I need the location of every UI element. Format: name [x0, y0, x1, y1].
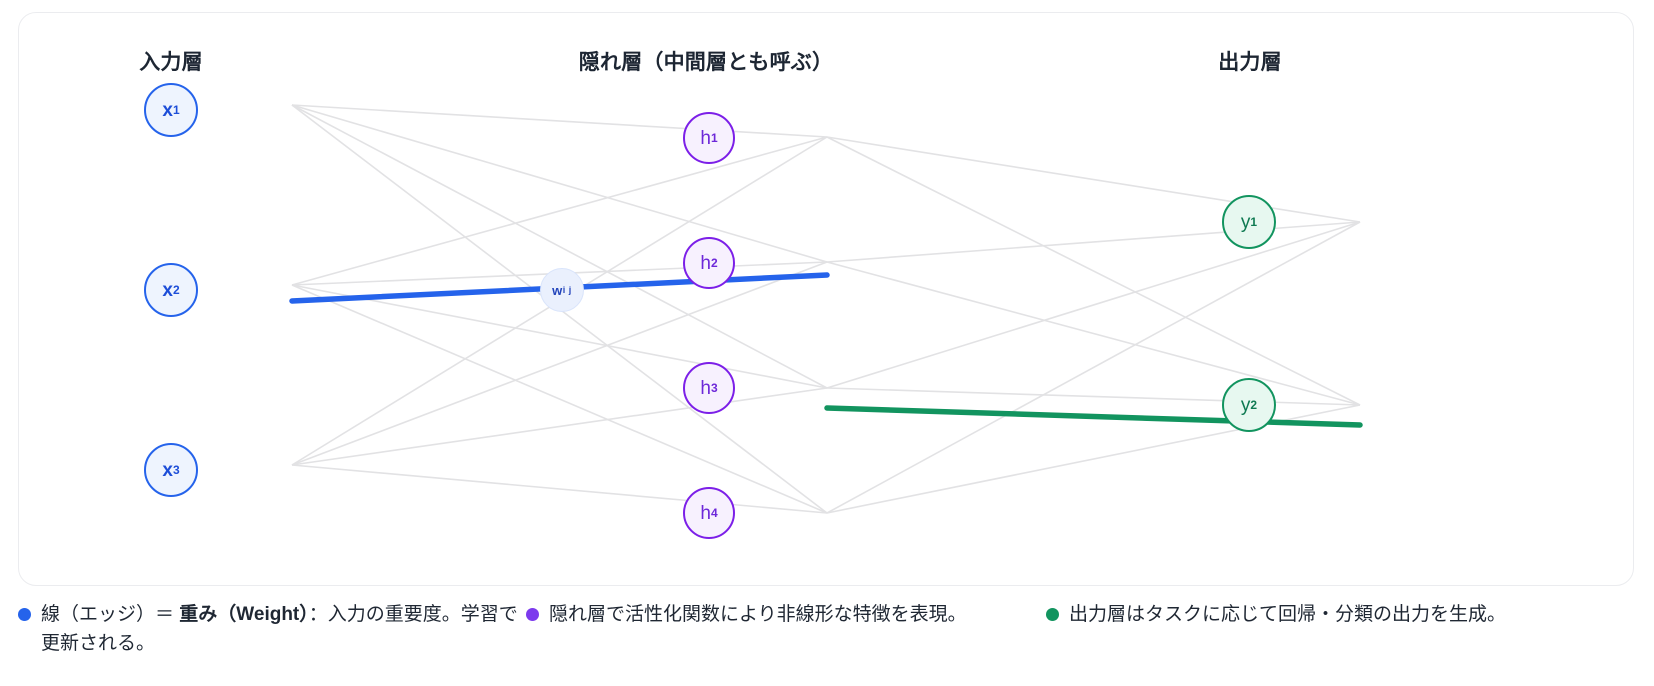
legend-suffix: ：入力の重要度。学習で更新される。 — [41, 604, 518, 655]
node-label: y — [1240, 394, 1251, 416]
node-label: h — [700, 252, 711, 274]
node-label: x — [162, 279, 173, 301]
node-label: x — [162, 99, 173, 121]
node-subscript: 2 — [1250, 398, 1258, 412]
layer-title-output: 出力層 — [1218, 51, 1282, 74]
node-subscript: 1 — [710, 131, 718, 145]
legend-dot-icon-green — [1046, 608, 1059, 621]
legend-item-weight: 線（エッジ）＝ 重み（Weight）：入力の重要度。学習で更新される。 — [18, 600, 526, 659]
node-subscript: 1 — [1250, 215, 1258, 229]
layer-title-hidden: 隠れ層（中間層とも呼ぶ） — [578, 51, 834, 74]
legend-prefix: 線（エッジ）＝ — [41, 604, 180, 625]
legend-text-output: 出力層はタスクに応じて回帰・分類の出力を生成。 — [1069, 600, 1506, 629]
node-label: h — [700, 502, 711, 524]
node-subscript: 3 — [172, 463, 180, 477]
legend-suffix: 隠れ層で活性化関数により非線形な特徴を表現。 — [549, 604, 967, 625]
highlight-edge-hidden-output — [824, 405, 1363, 428]
legend-suffix: 出力層はタスクに応じて回帰・分類の出力を生成。 — [1069, 604, 1507, 625]
legend-dot-icon-blue — [18, 608, 31, 621]
node-label: h — [700, 377, 711, 399]
legend-text-hidden: 隠れ層で活性化関数により非線形な特徴を表現。 — [549, 600, 967, 629]
diagram-card — [18, 12, 1634, 586]
legend: 線（エッジ）＝ 重み（Weight）：入力の重要度。学習で更新される。 隠れ層で… — [0, 600, 1654, 659]
weight-subscript: i j — [562, 285, 572, 295]
layer-title-input: 入力層 — [139, 51, 203, 74]
node-subscript: 2 — [172, 283, 180, 297]
weight-label: w — [552, 282, 563, 298]
legend-item-hidden: 隠れ層で活性化関数により非線形な特徴を表現。 — [526, 600, 1046, 629]
legend-text-weight: 線（エッジ）＝ 重み（Weight）：入力の重要度。学習で更新される。 — [41, 600, 526, 659]
node-subscript: 3 — [710, 381, 718, 395]
legend-dot-icon-purple — [526, 608, 539, 621]
legend-item-output: 出力層はタスクに応じて回帰・分類の出力を生成。 — [1046, 600, 1606, 629]
node-subscript: 1 — [172, 103, 180, 117]
node-label: y — [1240, 211, 1251, 233]
network-edges — [289, 104, 1363, 514]
legend-bold: 重み（Weight） — [179, 604, 309, 625]
node-label: h — [700, 127, 711, 149]
node-subscript: 4 — [710, 506, 718, 520]
node-subscript: 2 — [710, 256, 718, 270]
node-label: x — [162, 459, 173, 481]
